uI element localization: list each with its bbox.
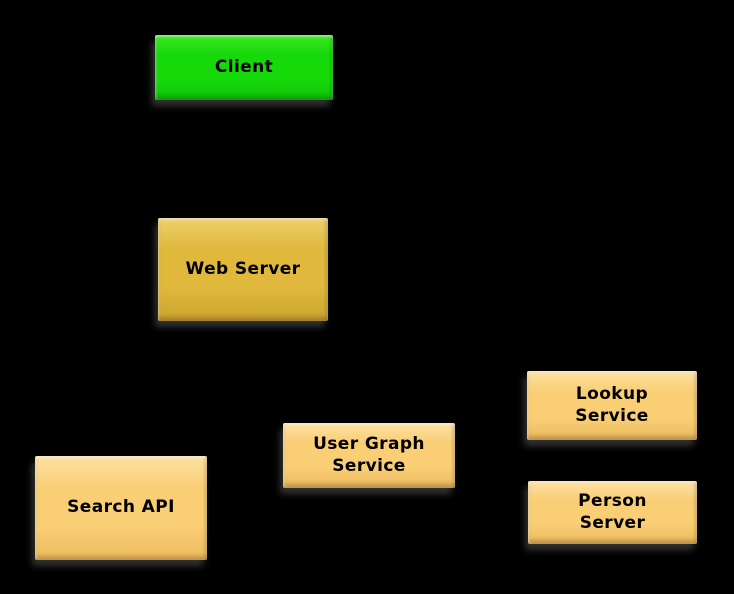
node-label: User Graph Service	[313, 434, 425, 477]
node-label-line: Service	[575, 405, 649, 426]
node-label-line: Lookup	[575, 384, 649, 405]
node-label-line: Service	[332, 455, 406, 476]
node-label-line: User Graph	[313, 434, 425, 455]
node-label: Lookup Service	[575, 384, 648, 427]
node-label: Person Server	[578, 491, 647, 534]
node-lookup-service[interactable]: Lookup Service	[527, 371, 697, 440]
node-search-api[interactable]: Search API	[35, 456, 207, 560]
node-label: Client	[215, 57, 273, 78]
node-web-server[interactable]: Web Server	[158, 218, 328, 321]
node-label-line: Web Server	[185, 258, 301, 279]
node-label: Web Server	[186, 259, 301, 280]
node-label-line: Server	[579, 512, 646, 533]
node-label-line: Client	[214, 56, 274, 77]
node-user-graph-service[interactable]: User Graph Service	[283, 423, 455, 488]
node-client[interactable]: Client	[155, 35, 333, 100]
node-label-line: Person	[578, 491, 647, 512]
node-label: Search API	[67, 497, 175, 518]
node-person-server[interactable]: Person Server	[528, 481, 697, 544]
node-label-line: Search API	[67, 497, 175, 518]
